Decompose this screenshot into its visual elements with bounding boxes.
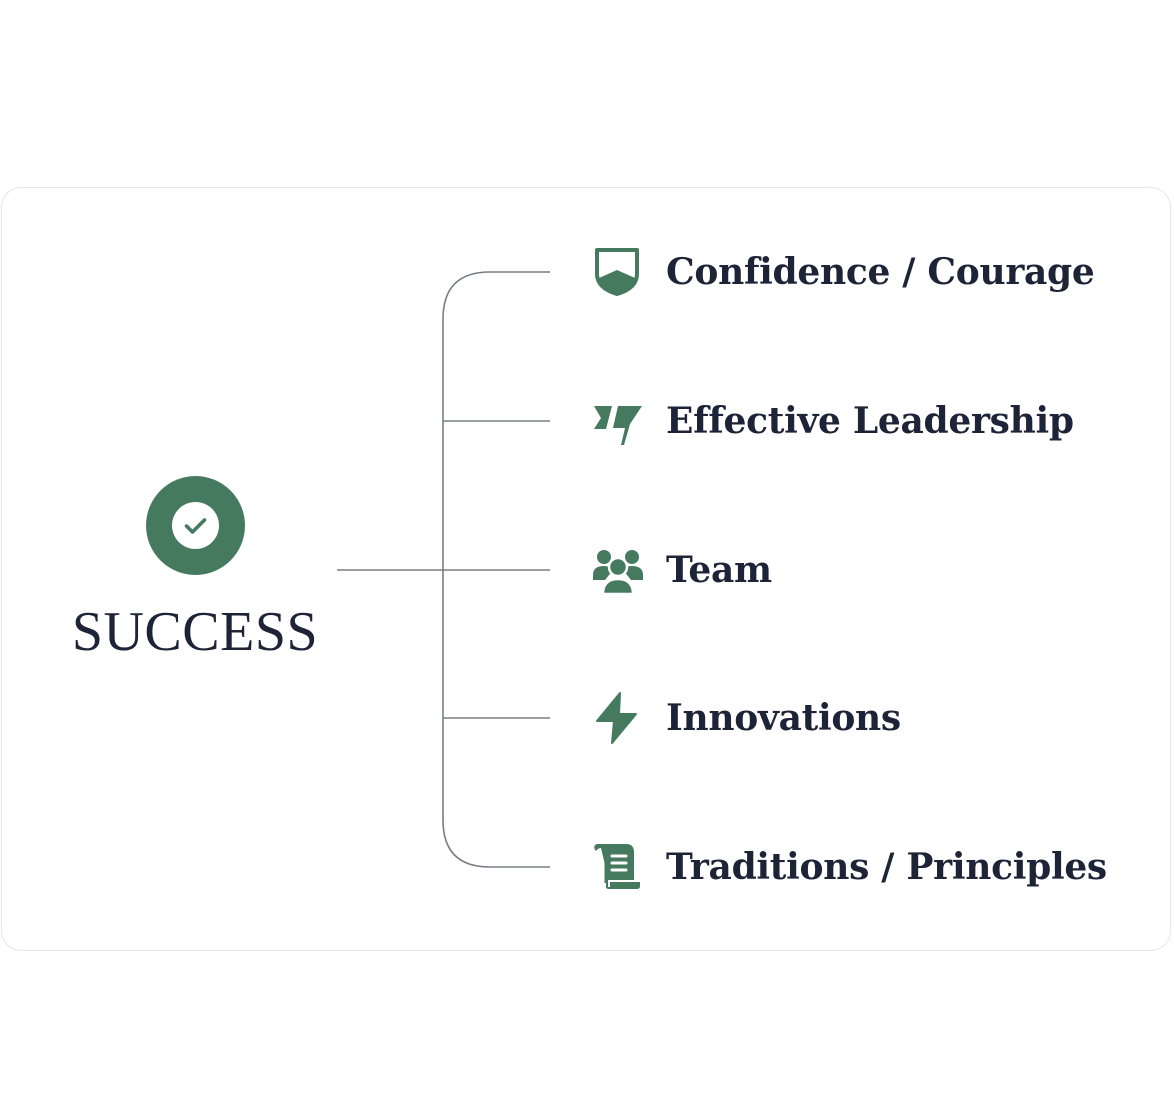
- hub-node: [146, 476, 245, 575]
- branch-item-confidence: Confidence / Courage: [590, 242, 1095, 302]
- branch-item-innovations: Innovations: [590, 688, 901, 748]
- team-icon: [590, 542, 646, 598]
- lightning-icon: [590, 690, 646, 746]
- branch-item-leadership: Effective Leadership: [590, 391, 1074, 451]
- leadership-bolt-icon: [590, 393, 646, 449]
- branch-label: Effective Leadership: [666, 400, 1074, 442]
- branch-label: Team: [666, 549, 772, 591]
- shield-icon: [590, 244, 646, 300]
- branch-label: Innovations: [666, 697, 901, 739]
- scroll-icon: [590, 839, 646, 895]
- check-circle-icon: [172, 502, 219, 549]
- branch-label: Traditions / Principles: [666, 846, 1107, 888]
- branch-label: Confidence / Courage: [666, 251, 1095, 293]
- hub-label: SUCCESS: [71, 601, 319, 663]
- branch-item-traditions: Traditions / Principles: [590, 837, 1107, 897]
- branch-item-team: Team: [590, 540, 772, 600]
